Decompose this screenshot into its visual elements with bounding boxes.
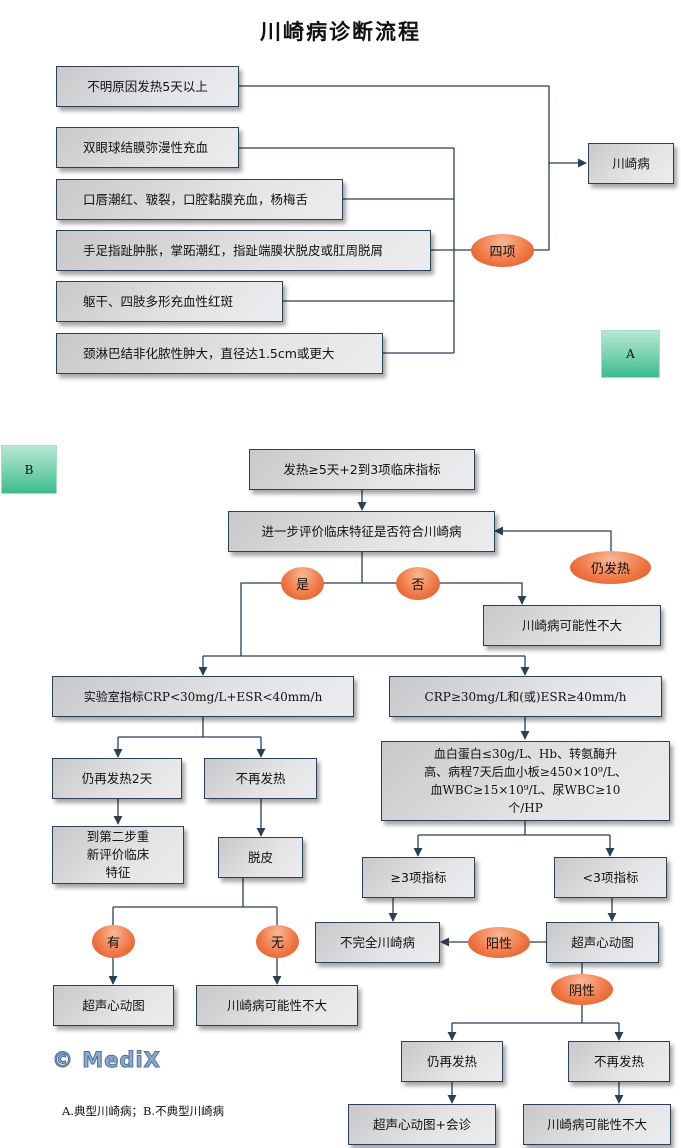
echo-box-1: 超声心动图 (53, 985, 174, 1026)
kawasaki-result-box: 川崎病 (588, 143, 674, 184)
desquamation-box: 脱皮 (218, 837, 303, 878)
reevaluate-box: 到第二步重新评价临床特征 (52, 826, 184, 884)
section-b-tag: B (1, 445, 57, 494)
no-more-fever-box-1: 不再发热 (204, 758, 317, 799)
medix-watermark: © MediX (52, 1048, 161, 1073)
yes-oval: 是 (281, 567, 324, 600)
fever-2days-box: 仍再发热2天 (52, 758, 182, 799)
criterion-conjunctiva: 双眼球结膜弥漫性充血 (56, 127, 239, 168)
negative-oval: 阴性 (551, 974, 613, 1005)
ge3-indicators-box: ≥3项指标 (362, 857, 475, 898)
evaluate-box: 进一步评价临床特征是否符合川崎病 (228, 511, 495, 552)
four-items-oval: 四项 (471, 234, 534, 267)
lab-high-box: CRP≥30mg/L和(或)ESR≥40mm/h (389, 676, 662, 717)
line-loop-back (494, 526, 612, 551)
page-title: 川崎病诊断流程 (260, 20, 421, 44)
criterion-extremities: 手足指趾肿胀，掌跖潮红，指趾端膜状脱皮或肛周脱屑 (56, 230, 431, 271)
echo-box-2: 超声心动图 (546, 922, 659, 963)
supplementary-box: 血白蛋白≤30g/L、Hb、转氨酶升高、病程7天后血小板≥450×10⁹/L、血… (381, 741, 670, 821)
unlikely-box-2: 川崎病可能性不大 (196, 985, 358, 1026)
criterion-rash: 躯干、四肢多形充血性红斑 (56, 281, 283, 322)
lab-low-box: 实验室指标CRP<30mg/L+ESR<40mm/h (52, 676, 354, 717)
figure-caption: A.典型川崎病；B.不典型川崎病 (62, 1104, 225, 1118)
incomplete-kawasaki-box: 不完全川崎病 (315, 922, 440, 963)
no-oval: 否 (396, 567, 440, 600)
line-merge-to-right (533, 163, 550, 251)
echo-consult-box: 超声心动图+会诊 (348, 1104, 496, 1145)
start-box: 发热≥5天+2到3项临床指标 (249, 449, 475, 490)
section-a-tag: A (601, 330, 660, 378)
has-oval: 有 (92, 925, 135, 958)
still-fever-box: 仍再发热 (401, 1041, 503, 1082)
criterion-oral: 口唇潮红、皲裂，口腔黏膜充血，杨梅舌 (56, 179, 343, 220)
unlikely-box-1: 川崎病可能性不大 (483, 605, 661, 646)
positive-oval: 阳性 (468, 927, 530, 958)
lt3-indicators-box: <3项指标 (554, 857, 667, 898)
criterion-fever: 不明原因发热5天以上 (56, 66, 239, 107)
none-oval: 无 (256, 925, 299, 958)
line-fever-to-merge (238, 85, 550, 163)
criterion-lymph-node: 颈淋巴结非化脓性肿大，直径达1.5cm或更大 (56, 333, 383, 374)
unlikely-box-3: 川崎病可能性不大 (523, 1104, 671, 1145)
no-more-fever-box-2: 不再发热 (568, 1041, 670, 1082)
still-fever-loop-oval: 仍发热 (570, 551, 651, 584)
